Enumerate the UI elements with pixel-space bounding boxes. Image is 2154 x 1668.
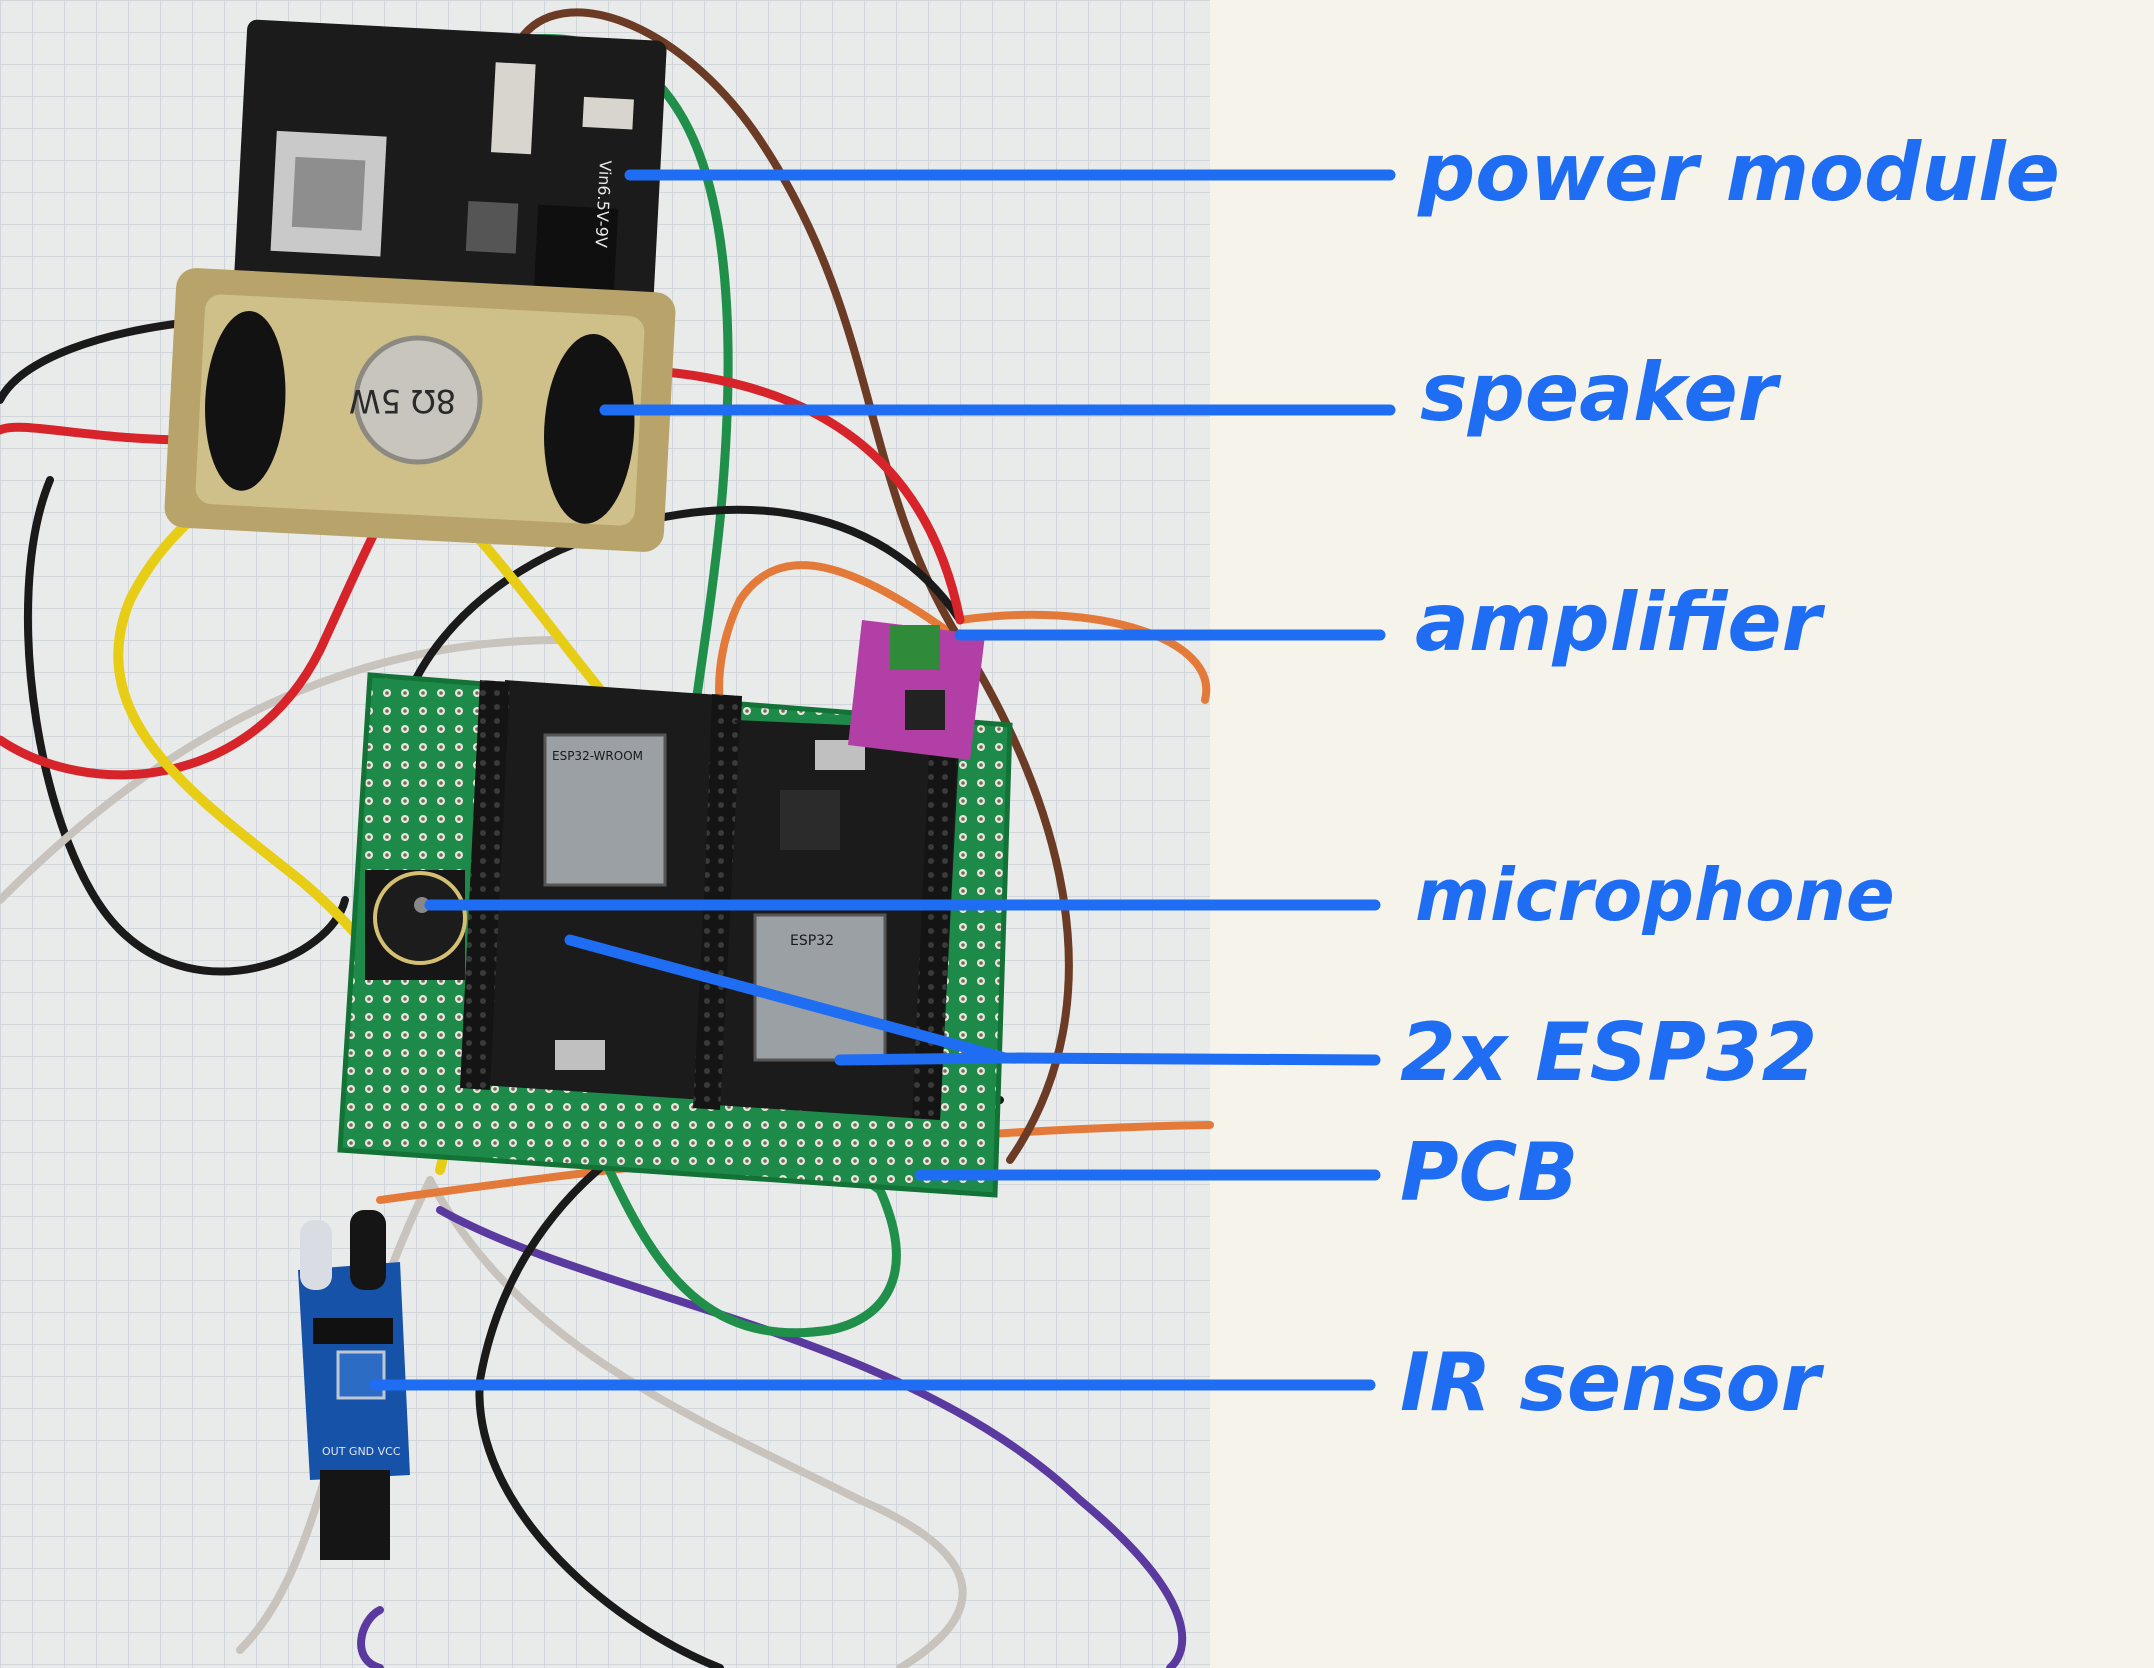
esp32-module-text-1: ESP32-WROOM (552, 749, 643, 763)
esp32-board-photo: ESP32-WROOM ESP32 (460, 680, 960, 1120)
label-power-module: power module (1417, 126, 2060, 219)
power-module-photo: Vin6.5V-9V (233, 19, 667, 321)
power-module-vin-text: Vin6.5V-9V (591, 160, 615, 248)
microphone-photo (365, 870, 467, 980)
amplifier-photo (848, 620, 985, 760)
label-speaker: speaker (1420, 346, 1782, 439)
label-amplifier: amplifier (1415, 576, 1826, 669)
ir-sensor-photo: OUT GND VCC (298, 1210, 410, 1560)
leader-lines (369, 169, 1396, 1391)
leader-esp32-branch (834, 1052, 1011, 1066)
speaker-photo: 8Ω 5W (164, 268, 676, 552)
esp32-module-text-2: ESP32 (790, 933, 834, 949)
label-microphone: microphone (1415, 853, 1895, 937)
ir-sensor-pin-text: OUT GND VCC (322, 1445, 401, 1458)
label-ir-sensor: IR sensor (1400, 1336, 1825, 1429)
speaker-rating-text: 8Ω 5W (349, 382, 456, 420)
label-esp32: 2x ESP32 (1400, 1006, 1817, 1099)
labels: power module speaker amplifier microphon… (1400, 126, 2060, 1429)
label-pcb: PCB (1400, 1126, 1578, 1219)
